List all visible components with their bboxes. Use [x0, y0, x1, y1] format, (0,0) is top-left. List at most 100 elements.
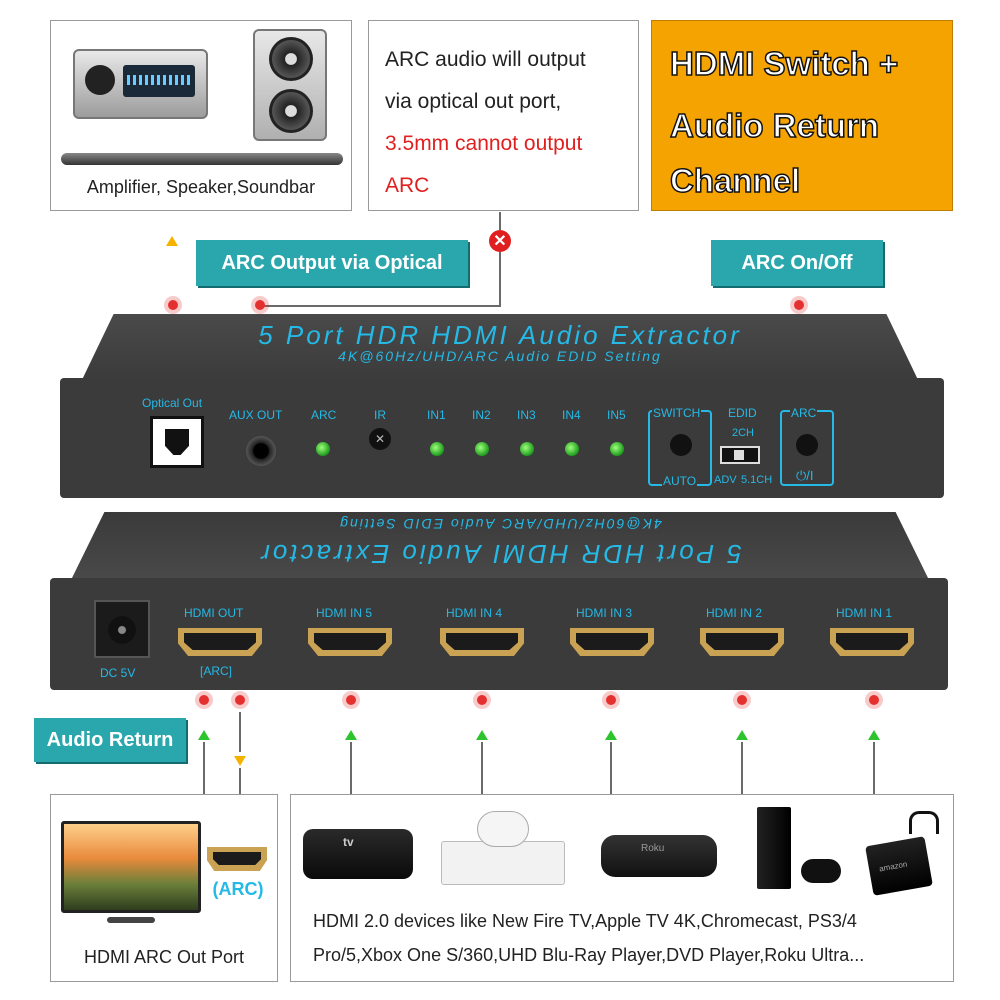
- aux-out-jack[interactable]: [246, 436, 276, 466]
- arc-led: [316, 442, 330, 456]
- arrow-up-icon: [868, 730, 880, 740]
- amplifier-caption: Amplifier, Speaker,Soundbar: [86, 177, 316, 197]
- apple-tv-icon: tv: [303, 829, 413, 879]
- playstation-controller-icon: [801, 859, 841, 883]
- hdmi-out-arc-label: [ARC]: [200, 664, 233, 678]
- in1-label: IN1: [427, 408, 446, 422]
- in1-led: [430, 442, 444, 456]
- arc-led-label: ARC: [311, 408, 337, 422]
- marker-dot: [737, 695, 747, 705]
- marker-dot: [346, 695, 356, 705]
- arrow-down-icon: [234, 756, 246, 766]
- front-panel: [60, 378, 944, 498]
- arrow-up-icon: [476, 730, 488, 740]
- hdmi-in1-port[interactable]: [830, 628, 914, 656]
- arc-note-line2: via optical out port,: [385, 90, 562, 113]
- arc-button-label: ARC: [790, 406, 818, 420]
- marker-dot: [794, 300, 804, 310]
- auto-label: AUTO: [662, 474, 698, 488]
- edid-selector-switch[interactable]: [720, 446, 760, 464]
- in3-led: [520, 442, 534, 456]
- in2-label: IN2: [472, 408, 491, 422]
- amplifier-speaker-box: Amplifier, Speaker,Soundbar: [50, 20, 352, 211]
- hdmi-in2-port[interactable]: [700, 628, 784, 656]
- source-devices-box: tv Roku amazon HDMI 2.0 devices like New…: [290, 794, 954, 982]
- optical-out-port[interactable]: [150, 416, 204, 468]
- edid-label: EDID: [728, 406, 757, 420]
- arrow-up-icon: [198, 730, 210, 740]
- tv-box: (ARC) HDMI ARC Out Port: [50, 794, 278, 982]
- optical-out-label: Optical Out: [142, 396, 203, 410]
- rear-panel-title: 5 Port HDR HDMI Audio Extractor: [258, 539, 742, 569]
- edid-2ch-label: 2CH: [732, 427, 755, 439]
- edid-51ch-label: 5.1CH: [741, 474, 773, 486]
- headline-line2: Audio Return: [669, 106, 879, 145]
- marker-dot: [235, 695, 245, 705]
- ir-sensor: ✕: [369, 428, 391, 450]
- hdmi-in1-label: HDMI IN 1: [836, 606, 893, 620]
- marker-dot: [477, 695, 487, 705]
- audio-return-tag: Audio Return: [34, 718, 186, 762]
- tv-arc-badge: (ARC): [212, 879, 264, 899]
- devices-caption-line1: HDMI 2.0 devices like New Fire TV,Apple …: [313, 911, 857, 931]
- rear-panel-top: [70, 512, 930, 582]
- marker-dot: [255, 300, 265, 310]
- hdmi-in2-label: HDMI IN 2: [706, 606, 763, 620]
- no-output-x-icon: ✕: [489, 230, 511, 252]
- hdmi-in4-label: HDMI IN 4: [446, 606, 503, 620]
- in5-led: [610, 442, 624, 456]
- playstation-icon: [757, 807, 791, 889]
- front-panel-title: 5 Port HDR HDMI Audio Extractor: [258, 320, 742, 350]
- headline-line3: Channel: [669, 161, 801, 200]
- xbox-icon: [441, 841, 565, 885]
- power-icon: ⏻/I: [796, 468, 814, 483]
- hdmi-in5-label: HDMI IN 5: [316, 606, 373, 620]
- arrow-up-icon: [166, 236, 178, 246]
- arc-note-line1: ARC audio will output: [385, 48, 586, 71]
- marker-dot: [869, 695, 879, 705]
- arc-note-box: ARC audio will output via optical out po…: [368, 20, 639, 211]
- in3-label: IN3: [517, 408, 536, 422]
- switch-label: SWITCH: [652, 406, 702, 420]
- fire-tv-icon: amazon: [865, 836, 933, 896]
- speaker-icon: [253, 29, 327, 141]
- in4-led: [565, 442, 579, 456]
- in2-led: [475, 442, 489, 456]
- hdmi-out-port[interactable]: [178, 628, 262, 656]
- front-panel-subtitle: 4K@60Hz/UHD/ARC Audio EDID Setting: [338, 348, 662, 364]
- marker-dot: [606, 695, 616, 705]
- ir-label: IR: [374, 408, 386, 422]
- xbox-controller-icon: [477, 811, 529, 847]
- roku-icon: Roku: [601, 835, 717, 877]
- front-panel-top: [80, 314, 920, 384]
- arc-note-line4: ARC: [385, 174, 430, 197]
- marker-dot: [199, 695, 209, 705]
- hdmi-in3-label: HDMI IN 3: [576, 606, 633, 620]
- hdmi-in3-port[interactable]: [570, 628, 654, 656]
- hdmi-in5-port[interactable]: [308, 628, 392, 656]
- arc-note-line3: 3.5mm cannot output: [385, 132, 583, 155]
- tv-icon: [61, 821, 201, 913]
- rear-panel-subtitle: 4K@60Hz/UHD/ARC Audio EDID Setting: [338, 516, 662, 532]
- arrow-up-icon: [605, 730, 617, 740]
- hdmi-in4-port[interactable]: [440, 628, 524, 656]
- fire-tv-cable-icon: [909, 811, 939, 834]
- arrow-up-icon: [345, 730, 357, 740]
- in4-label: IN4: [562, 408, 581, 422]
- headline-line1: HDMI Switch +: [669, 44, 899, 83]
- arrow-up-icon: [736, 730, 748, 740]
- dc-label: DC 5V: [100, 666, 136, 680]
- marker-dot: [168, 300, 178, 310]
- aux-out-label: AUX OUT: [229, 408, 283, 422]
- soundbar-icon: [61, 153, 343, 165]
- in5-label: IN5: [607, 408, 626, 422]
- arc-output-via-optical-tag: ARC Output via Optical: [196, 240, 468, 286]
- headline-box: HDMI Switch + Audio Return Channel: [651, 20, 953, 211]
- hdmi-out-label: HDMI OUT: [184, 606, 244, 620]
- amplifier-icon: [73, 49, 208, 119]
- dc-power-jack[interactable]: [94, 600, 150, 658]
- edid-adv-label: ADV: [714, 474, 737, 486]
- hdmi-arc-port-icon: [207, 847, 267, 871]
- switch-button[interactable]: [670, 434, 692, 456]
- arc-on-off-button[interactable]: [796, 434, 818, 456]
